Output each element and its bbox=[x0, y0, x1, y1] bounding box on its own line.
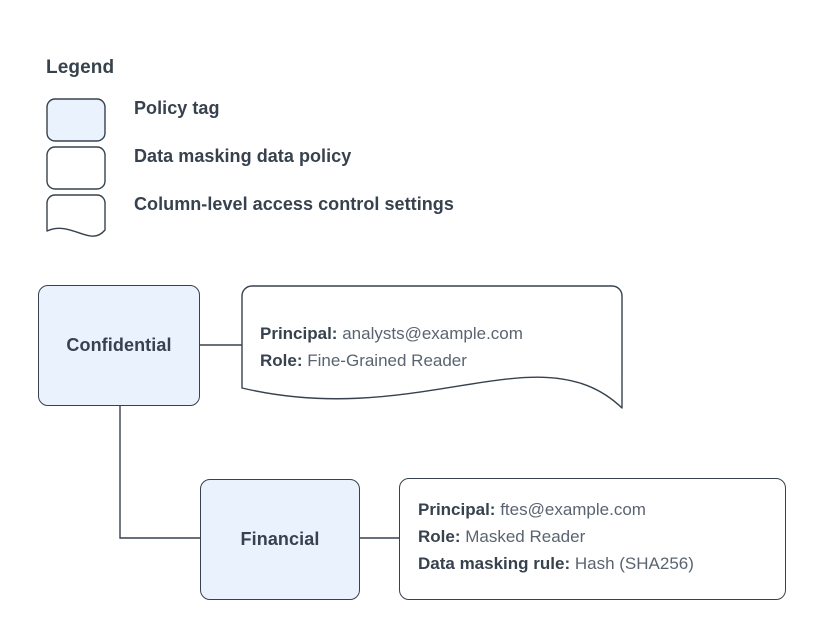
card-key-data-masking-rule: Data masking rule: bbox=[418, 554, 571, 573]
connector-confidential-to-financial bbox=[119, 406, 200, 539]
node-financial-label: Financial bbox=[240, 529, 320, 549]
node-financial[interactable]: Financial bbox=[200, 479, 360, 600]
card-row-role: Role: Fine-Grained Reader bbox=[260, 347, 523, 374]
card-fine-grained-reader[interactable]: Principal: analysts@example.com Role: Fi… bbox=[260, 320, 523, 374]
card-row-principal: Principal: ftes@example.com bbox=[418, 496, 694, 523]
node-confidential[interactable]: Confidential bbox=[38, 285, 200, 406]
card-row-data-masking-rule: Data masking rule: Hash (SHA256) bbox=[418, 550, 694, 577]
card-masked-reader[interactable]: Principal: ftes@example.com Role: Masked… bbox=[418, 496, 694, 577]
legend: Legend Policy tag Data masking data poli… bbox=[46, 58, 646, 230]
card-value-role: Fine-Grained Reader bbox=[307, 351, 467, 370]
card-key-role: Role: bbox=[260, 351, 303, 370]
legend-row-policy-tag: Policy tag bbox=[46, 86, 646, 134]
card-masked-reader-shape[interactable] bbox=[399, 478, 786, 600]
card-key-role: Role: bbox=[418, 527, 461, 546]
legend-swatch-policy-tag bbox=[46, 98, 106, 142]
legend-row-data-masking-policy: Data masking data policy bbox=[46, 134, 646, 182]
node-confidential-label: Confidential bbox=[66, 335, 172, 355]
legend-label-policy-tag: Policy tag bbox=[134, 97, 220, 118]
legend-row-column-access-settings: Column-level access control settings bbox=[46, 182, 646, 230]
card-value-principal: analysts@example.com bbox=[342, 324, 523, 343]
legend-swatch-data-masking-policy bbox=[46, 146, 106, 190]
legend-label-data-masking-policy: Data masking data policy bbox=[134, 145, 352, 166]
card-row-principal: Principal: analysts@example.com bbox=[260, 320, 523, 347]
card-key-principal: Principal: bbox=[260, 324, 338, 343]
card-fine-grained-reader-shape bbox=[241, 285, 623, 409]
legend-swatch-column-access-settings bbox=[46, 194, 106, 237]
card-row-role: Role: Masked Reader bbox=[418, 523, 694, 550]
card-key-principal: Principal: bbox=[418, 500, 496, 519]
legend-label-column-access-settings: Column-level access control settings bbox=[134, 193, 454, 214]
legend-title: Legend bbox=[46, 57, 115, 78]
card-value-data-masking-rule: Hash (SHA256) bbox=[574, 554, 694, 573]
card-value-role: Masked Reader bbox=[465, 527, 586, 546]
card-value-principal: ftes@example.com bbox=[500, 500, 646, 519]
